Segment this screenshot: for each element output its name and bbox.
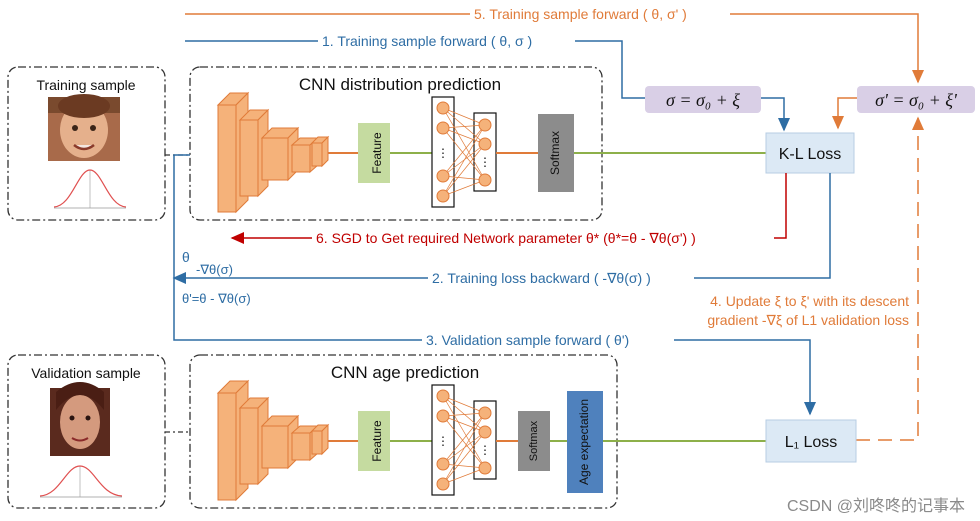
- l1-loss-box: L₁ Loss: [765, 419, 857, 463]
- sigma-box: σ = σ₀ + ξ: [645, 86, 761, 113]
- child-face-photo: [48, 94, 120, 161]
- feature-label-bottom: Feature: [370, 420, 384, 462]
- svg-text:⋮: ⋮: [479, 155, 491, 169]
- step3-label: 3. Validation sample forward ( θ'): [426, 332, 629, 348]
- step4-label-line2: gradient -∇ξ of L1 validation loss: [707, 312, 909, 328]
- softmax-label-top: Softmax: [548, 131, 562, 175]
- neg-grad-label: -∇θ(σ): [196, 262, 233, 277]
- cnn-age-panel: CNN age prediction Feature: [189, 354, 618, 509]
- step4-label-line1: 4. Update ξ to ξ' with its descent: [710, 293, 909, 309]
- svg-text:⋮: ⋮: [479, 443, 491, 457]
- step1-arrow: 1. Training sample forward ( θ, σ ): [185, 33, 784, 130]
- step6-label: 6. SGD to Get required Network parameter…: [316, 230, 696, 246]
- feature-block-bottom: [358, 411, 390, 471]
- validation-sample-panel: Validation sample: [7, 354, 166, 509]
- training-gaussian-plot: [53, 169, 127, 209]
- training-sample-panel: Training sample: [7, 66, 166, 221]
- watermark: CSDN @刘咚咚的记事本: [787, 497, 965, 515]
- cnn-distribution-title: CNN distribution prediction: [299, 75, 501, 94]
- sigma-prime-equation: σ' = σ₀ + ξ': [875, 90, 958, 110]
- theta-label: θ: [182, 249, 190, 265]
- svg-text:⋮: ⋮: [437, 146, 449, 160]
- cnn-distribution-panel: CNN distribution prediction Feature: [189, 66, 603, 221]
- softmax-label-bottom: Softmax: [528, 420, 540, 461]
- step6-arrow: 6. SGD to Get required Network parameter…: [232, 173, 787, 246]
- step5-label: 5. Training sample forward ( θ, σ' ): [474, 6, 687, 22]
- sigma-prime-box: σ' = σ₀ + ξ': [857, 86, 975, 113]
- kl-loss-label: K-L Loss: [779, 146, 842, 163]
- age-expectation-label: Age expectation: [577, 399, 591, 485]
- step4-arrow: 4. Update ξ to ξ' with its descent gradi…: [707, 116, 924, 441]
- softmax-block-top: [538, 114, 574, 192]
- l1-loss-label: L₁ Loss: [785, 434, 838, 451]
- training-sample-title: Training sample: [36, 77, 135, 93]
- validation-gaussian-plot: [39, 465, 123, 498]
- feature-block-top: [358, 123, 390, 183]
- softmax-block-bottom: [518, 411, 550, 471]
- theta-prime-label: θ'=θ - ∇θ(σ): [182, 291, 251, 306]
- cnn-age-title: CNN age prediction: [331, 363, 479, 382]
- step2-arrow: 2. Training loss backward ( -∇θ(σ) ): [174, 173, 831, 286]
- validation-sample-title: Validation sample: [31, 365, 141, 381]
- conv-layers-top: [216, 91, 330, 214]
- sigma-equation: σ = σ₀ + ξ: [666, 90, 740, 110]
- step5-arrow: 5. Training sample forward ( θ, σ' ): [185, 6, 918, 82]
- woman-face-photo: [50, 382, 110, 456]
- age-expectation-block: [567, 391, 603, 493]
- feature-label-top: Feature: [370, 132, 384, 174]
- kl-loss-box: K-L Loss: [765, 132, 855, 174]
- conv-layers-bottom: [216, 379, 330, 502]
- neural-net-bottom: ⋮ ⋮: [431, 384, 497, 496]
- neural-net-top: ⋮ ⋮: [431, 96, 497, 208]
- step3-arrow: 3. Validation sample forward ( θ'): [426, 332, 816, 416]
- step2-label: 2. Training loss backward ( -∇θ(σ) ): [432, 270, 651, 286]
- step1-label: 1. Training sample forward ( θ, σ ): [322, 33, 532, 49]
- svg-text:⋮: ⋮: [437, 434, 449, 448]
